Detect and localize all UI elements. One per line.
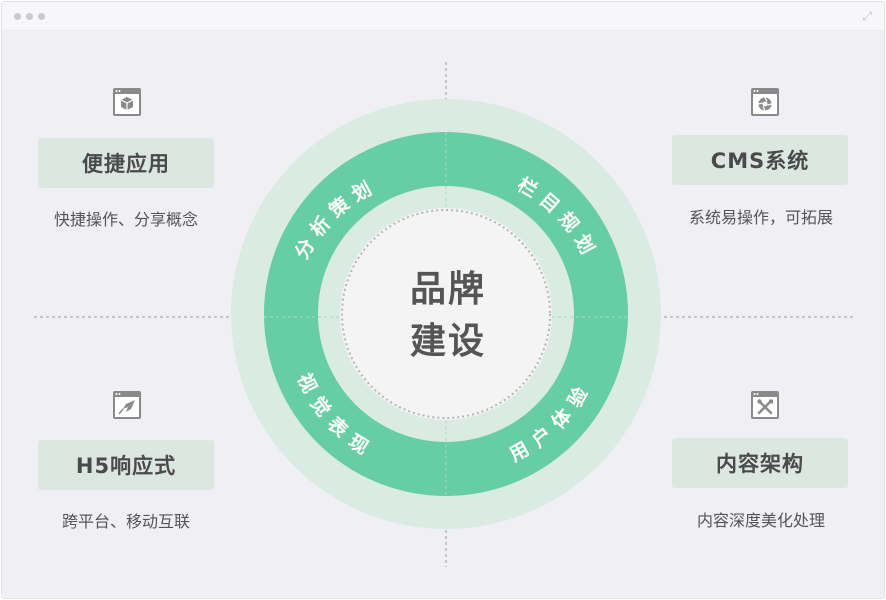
- center-circle: [340, 208, 552, 420]
- center-title-line: 建设: [409, 321, 486, 362]
- card-desc-top-left: 快捷操作、分享概念: [53, 210, 198, 229]
- window-titlebar: ⤢: [2, 2, 884, 31]
- window-dot[interactable]: [14, 13, 21, 20]
- card-title-bottom-right: 内容架构: [672, 438, 848, 488]
- window-dot[interactable]: [26, 13, 33, 20]
- card-desc-top-right: 系统易操作，可拓展: [688, 208, 833, 227]
- expand-icon[interactable]: ⤢: [862, 9, 872, 23]
- window-box-icon: [113, 88, 141, 116]
- card-desc-bottom-right: 内容深度美化处理: [696, 511, 825, 530]
- window-camera-icon: [751, 88, 779, 116]
- center-title: 品牌 建设: [378, 264, 518, 368]
- card-desc-bottom-left: 跨平台、移动互联: [61, 512, 190, 531]
- window-tools-icon: [751, 391, 779, 419]
- card-title-bottom-left: H5响应式: [38, 440, 214, 490]
- window-rocket-icon: [113, 391, 141, 419]
- card-title-top-left: 便捷应用: [38, 138, 214, 188]
- card-title-top-right: CMS系统: [672, 135, 848, 185]
- window-dot[interactable]: [38, 13, 45, 20]
- center-title-line: 品牌: [409, 269, 486, 310]
- center-dotted-border: [341, 209, 551, 419]
